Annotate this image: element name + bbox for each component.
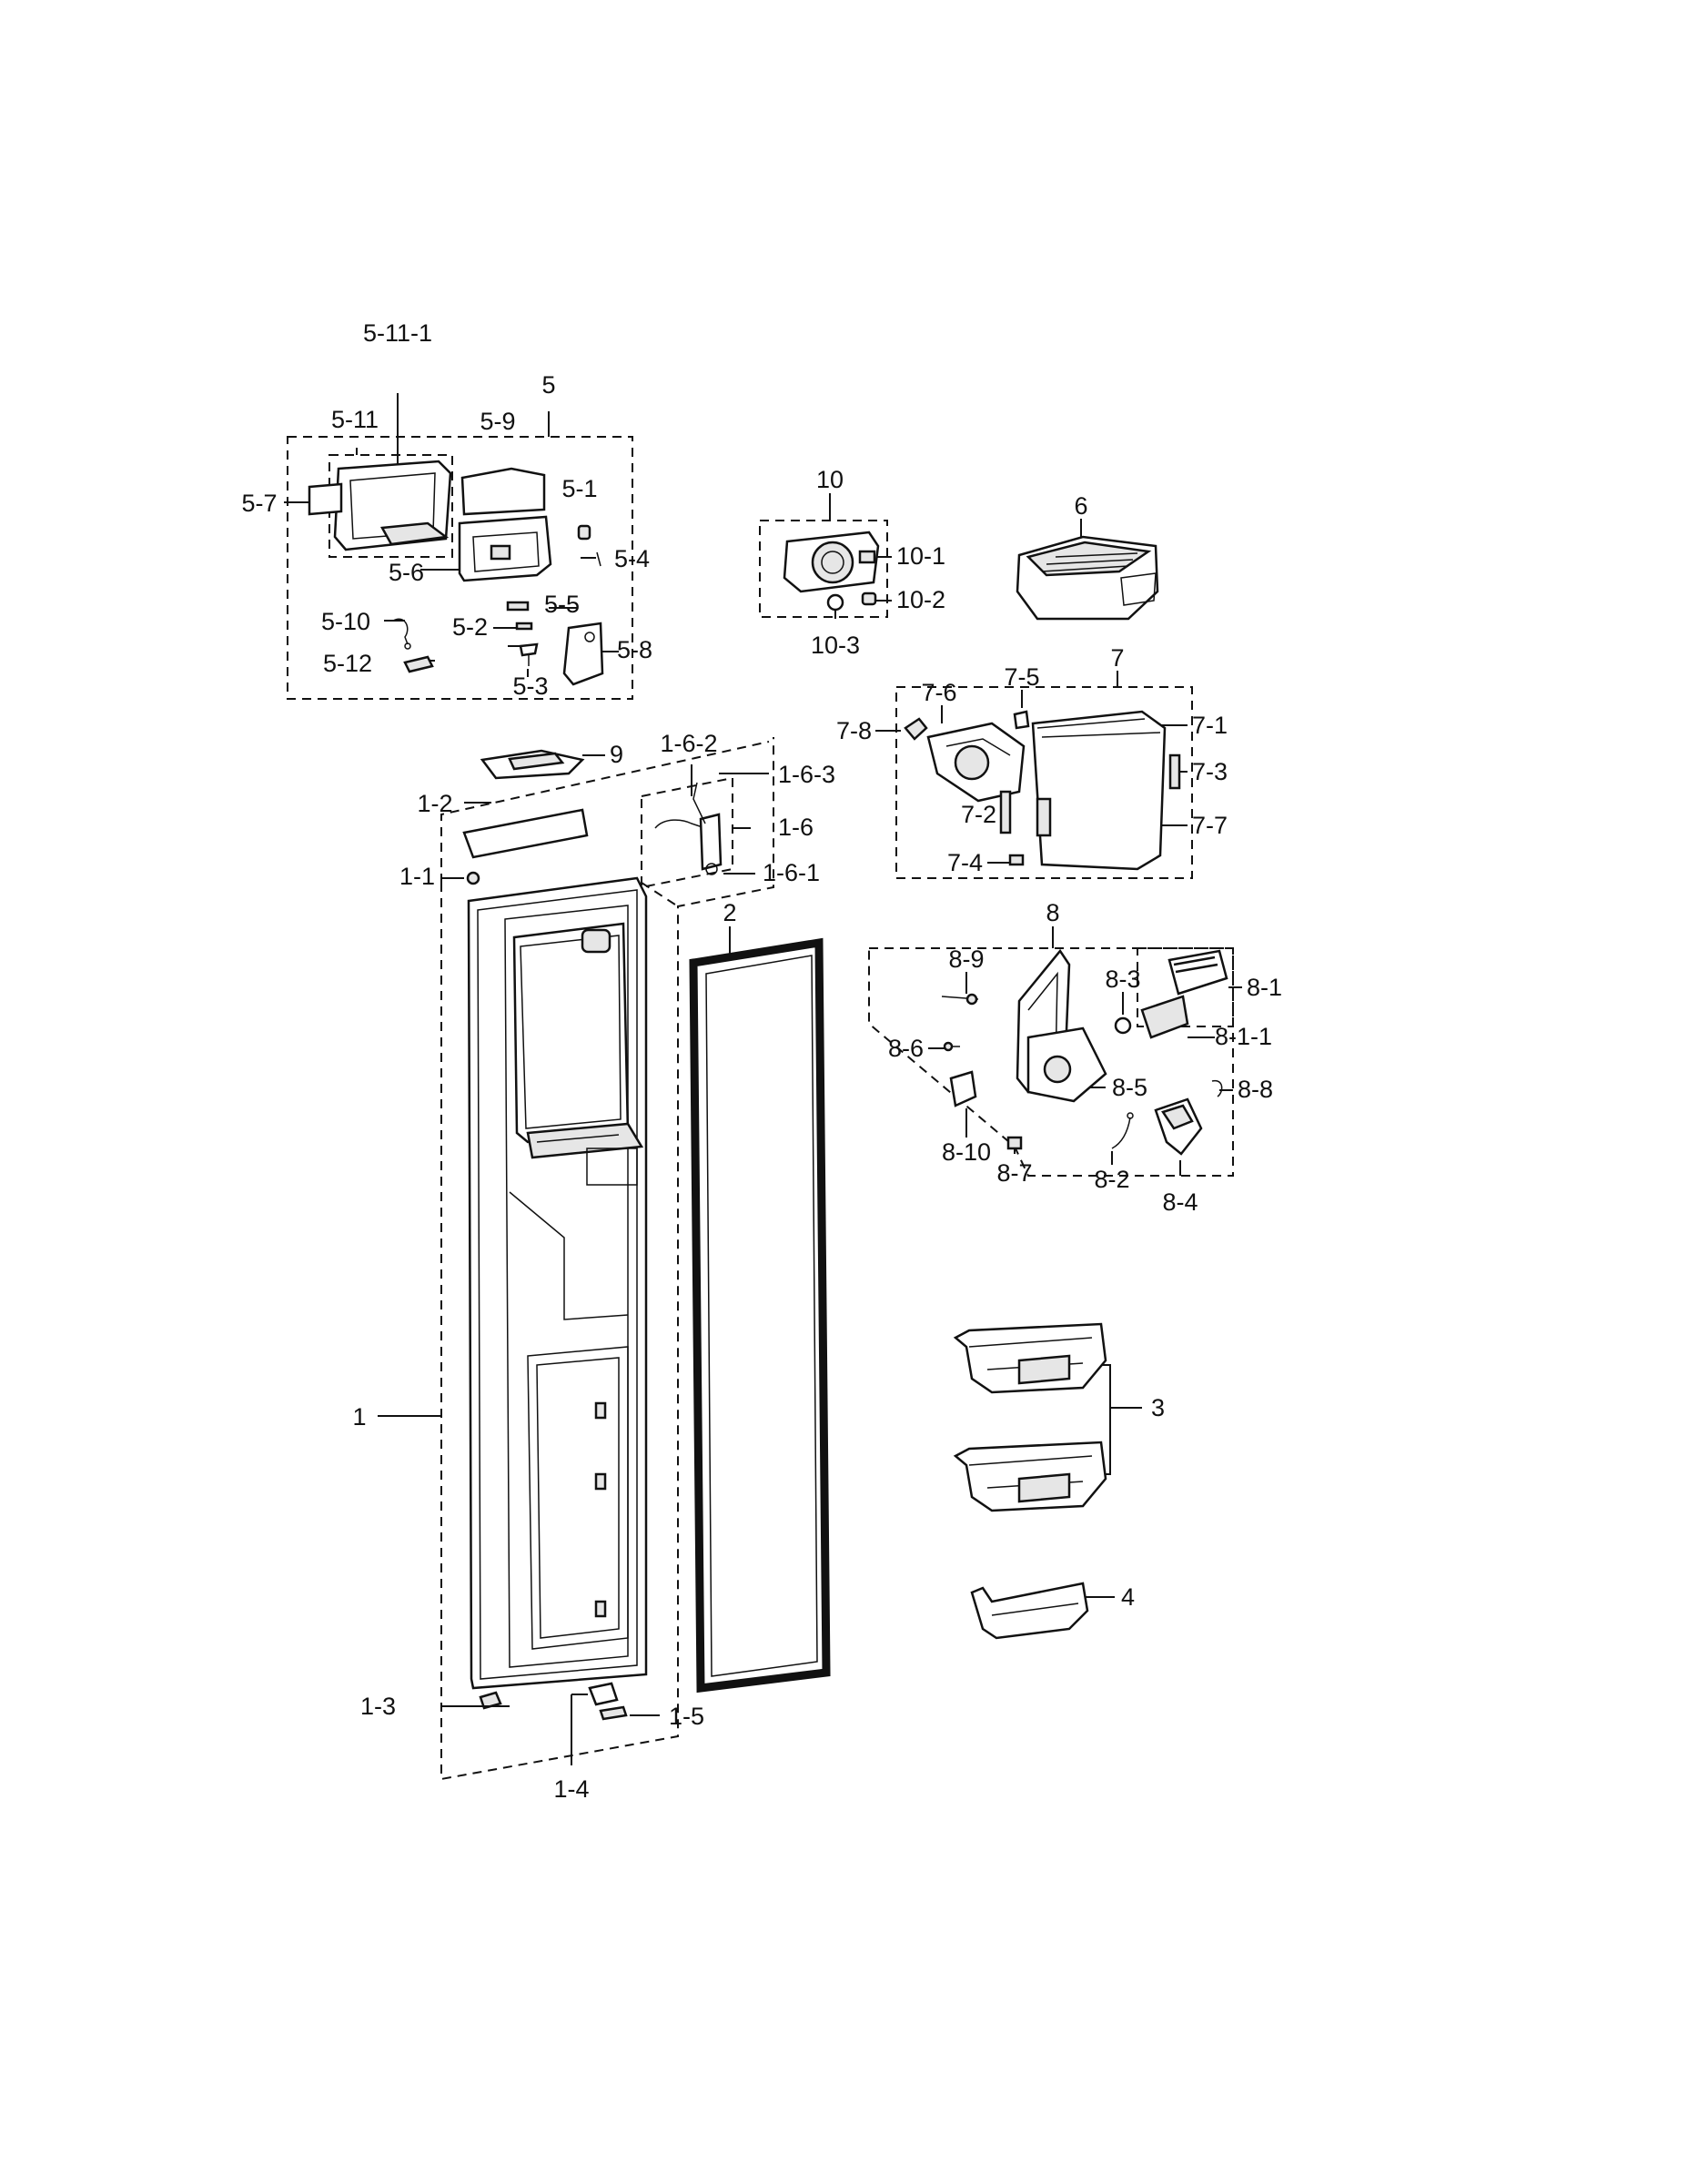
wire-part [392,618,409,645]
label-5-1: 5-1 [561,475,597,502]
label-8-1-1: 8-1-1 [1215,1023,1272,1050]
label-6: 6 [1074,492,1087,520]
label-7-4: 7-4 [947,849,983,876]
label-5-11-1: 5-11-1 [363,319,432,347]
label-5-9: 5-9 [480,408,515,435]
small-clip-part [506,601,530,612]
bracket-part [562,622,604,686]
label-8-6: 8-6 [888,1035,924,1062]
switch-8-7-part [1006,1136,1023,1150]
label-7-5: 7-5 [1004,663,1039,691]
screw-part [596,551,601,567]
hinge-1-4-part [588,1682,619,1706]
label-5-12: 5-12 [323,650,372,677]
label-5-3: 5-3 [512,672,548,700]
label-7-2: 7-2 [961,801,996,828]
clip-part [1008,854,1025,866]
label-5-6: 5-6 [389,559,424,586]
label-1-6-2: 1-6-2 [660,730,717,757]
label-9: 9 [610,741,623,768]
ice-tray-part [1140,995,1189,1039]
label-1: 1 [352,1403,366,1431]
hinge-wire-part [654,819,706,829]
part-3-door-bins: 3 [953,1322,1165,1512]
motor-ring-part [826,593,844,612]
label-5-4: 5-4 [614,545,650,572]
label-3: 3 [1151,1394,1165,1421]
label-7-7: 7-7 [1192,812,1228,839]
spring-part [1013,710,1030,730]
rod-part [999,790,1012,834]
label-8-1: 8-1 [1247,974,1282,1001]
label-1-1: 1-1 [399,863,435,890]
label-10-2: 10-2 [896,586,945,613]
decal-part [308,482,343,516]
door-gasket-part [689,937,831,1694]
label-10-1: 10-1 [896,542,945,570]
label-8-4: 8-4 [1162,1188,1198,1216]
label-5-5: 5-5 [544,591,580,618]
label-7-6: 7-6 [921,679,956,706]
label-5: 5 [541,371,555,399]
label-1-4: 1-4 [553,1775,589,1803]
pin-1-5-part [599,1705,628,1721]
part-4-small-bin: 4 [970,1582,1135,1640]
label-7: 7 [1110,644,1124,672]
label-1-6: 1-6 [778,814,814,841]
ice-maker-part [1167,949,1228,996]
label-5-11: 5-11 [331,406,379,433]
motor-cap-part [861,592,877,606]
group-10-duct-motor: 10 10-1 10-2 10-3 [759,466,945,659]
label-10: 10 [816,466,844,493]
label-1-3: 1-3 [360,1693,396,1720]
group-1-door: 9 1-6-2 1-6-3 1-2 1-6 1-1 1-6-1 1 1-3 1-… [352,730,835,1803]
knob-part [577,524,591,541]
wire-8-2-part [1111,1117,1131,1149]
label-8-9: 8-9 [948,945,984,973]
label-1-2: 1-2 [417,790,452,817]
lever-part [904,717,928,741]
group-8-ice-maker: 8 8-9 8-3 8-1 8-1-1 8-6 8-5 8-8 8-10 8-7… [868,899,1282,1216]
label-8-10: 8-10 [942,1138,991,1166]
group-7-ice-bucket: 7 7-6 7-5 7-8 7-1 7-3 7-2 7-7 7-4 [836,644,1228,879]
panel-sheet-part [460,467,546,516]
pad-part [403,655,434,673]
label-4: 4 [1121,1583,1135,1611]
label-2: 2 [723,899,736,926]
label-8-7: 8-7 [996,1159,1032,1187]
label-8: 8 [1046,899,1059,926]
bucket-part [1031,710,1167,871]
label-5-10: 5-10 [321,608,370,635]
group-5-control-panel: 5-11-1 5 5-11 5-9 5-1 5-7 5-4 5-6 5-5 5-… [241,319,652,700]
label-5-7: 5-7 [241,490,277,517]
label-5-2: 5-2 [452,613,488,641]
label-1-6-1: 1-6-1 [763,859,820,886]
cap-1-3-part [479,1691,502,1710]
part-2-gasket: 2 [689,899,831,1694]
label-1-6-3: 1-6-3 [778,761,835,788]
tab-part [1168,753,1181,790]
part-6-cover: 6 [1016,492,1159,621]
label-1-5: 1-5 [669,1703,704,1730]
label-8-3: 8-3 [1105,966,1140,993]
screw-1-1-part [466,871,480,885]
label-5-8: 5-8 [617,636,652,663]
label-7-3: 7-3 [1192,758,1228,785]
label-7-8: 7-8 [836,717,872,744]
bracket-8-10-part [949,1070,977,1107]
label-7-1: 7-1 [1192,712,1228,739]
trim-part [462,808,589,859]
label-10-3: 10-3 [811,632,860,659]
screw-8-8-part [1211,1079,1223,1097]
label-8-8: 8-8 [1238,1076,1273,1103]
label-8-5: 8-5 [1112,1074,1147,1101]
label-8-2: 8-2 [1094,1166,1129,1193]
gear-part [1114,1016,1132,1035]
